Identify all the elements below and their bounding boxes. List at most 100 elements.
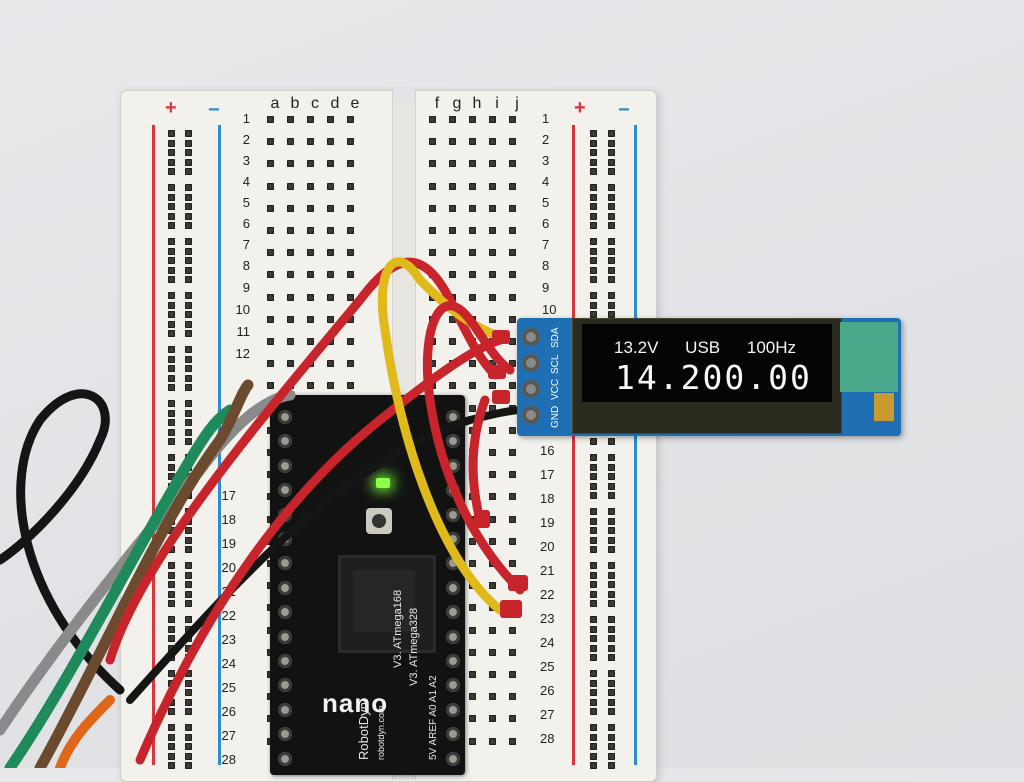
breadboard-hole	[267, 116, 274, 123]
breadboard-hole	[185, 571, 192, 579]
oled-status-line: 13.2V USB 100Hz	[614, 338, 818, 358]
row-number: 25	[540, 659, 555, 674]
row-number: 6	[542, 216, 550, 231]
breadboard-hole	[608, 292, 615, 299]
breadboard-hole	[608, 139, 615, 147]
breadboard-hole	[327, 293, 334, 301]
breadboard-hole	[429, 138, 436, 146]
breadboard-hole	[509, 715, 516, 723]
breadboard-hole	[489, 471, 496, 479]
breadboard-hole	[429, 182, 436, 190]
breadboard-hole	[608, 762, 615, 769]
breadboard-hole	[608, 733, 615, 741]
breadboard-hole	[608, 257, 615, 264]
breadboard-hole	[185, 238, 192, 245]
breadboard-hole	[185, 708, 192, 715]
breadboard-hole	[590, 473, 597, 480]
breadboard-hole	[590, 292, 597, 299]
breadboard-hole	[590, 184, 597, 191]
breadboard-hole	[168, 247, 175, 255]
breadboard-hole	[608, 130, 615, 137]
breadboard-hole	[287, 293, 294, 301]
breadboard-hole	[168, 212, 175, 220]
breadboard-hole	[608, 724, 615, 731]
breadboard-hole	[307, 382, 314, 390]
breadboard-hole	[509, 426, 516, 434]
breadboard-hole	[590, 238, 597, 245]
row-number: 26	[540, 683, 555, 698]
oled-pin-label-gnd: GND	[550, 405, 561, 428]
breadboard-hole	[287, 227, 294, 234]
breadboard-hole	[509, 338, 516, 345]
breadboard-hole	[590, 571, 597, 579]
breadboard-hole	[168, 365, 175, 372]
breadboard-hole	[185, 752, 192, 760]
breadboard-hole	[307, 204, 314, 212]
wire-connector	[488, 365, 506, 379]
breadboard-hole	[168, 546, 175, 553]
row-number: 20	[221, 560, 236, 575]
breadboard-hole	[489, 116, 496, 123]
breadboard-hole	[168, 438, 175, 445]
breadboard-hole	[509, 271, 516, 279]
breadboard-hole	[185, 266, 192, 274]
column-letter: j	[515, 95, 519, 112]
oled-voltage: 13.2V	[614, 338, 659, 357]
row-number: 24	[540, 635, 555, 650]
breadboard-hole	[185, 130, 192, 137]
breadboard-hole	[509, 515, 516, 523]
breadboard-hole	[608, 149, 615, 156]
breadboard-hole	[590, 689, 597, 696]
breadboard-hole	[168, 590, 175, 598]
breadboard-hole	[429, 360, 436, 368]
breadboard-hole	[347, 182, 354, 190]
breadboard-hole	[489, 515, 496, 523]
breadboard-hole	[489, 138, 496, 146]
breadboard-hole	[489, 537, 496, 545]
breadboard-hole	[307, 338, 314, 345]
breadboard-hole	[449, 182, 456, 190]
nano-header-pin	[446, 580, 460, 595]
breadboard-hole	[590, 743, 597, 750]
breadboard-hole	[347, 116, 354, 123]
breadboard-hole	[327, 249, 334, 257]
breadboard-hole	[509, 671, 516, 678]
column-letter: d	[330, 95, 340, 112]
breadboard-hole	[590, 654, 597, 661]
oled-screen	[582, 324, 832, 402]
breadboard-hole	[590, 149, 597, 156]
breadboard-hole	[327, 271, 334, 279]
column-letter: i	[495, 95, 499, 112]
wire-green	[4, 404, 236, 768]
row-number: 21	[540, 563, 555, 578]
breadboard-hole	[168, 600, 175, 607]
breadboard-hole	[489, 271, 496, 279]
breadboard-hole	[608, 616, 615, 623]
column-letter: a	[270, 95, 280, 112]
breadboard-hole	[608, 600, 615, 607]
breadboard-hole	[347, 338, 354, 345]
breadboard-hole	[590, 130, 597, 137]
column-letter: b	[290, 95, 300, 112]
breadboard-hole	[429, 204, 436, 212]
row-number: 17	[540, 467, 555, 482]
breadboard-hole	[267, 138, 274, 146]
breadboard-hole	[347, 249, 354, 257]
row-number: 18	[221, 512, 236, 527]
breadboard-hole	[185, 355, 192, 363]
breadboard-hole	[185, 562, 192, 569]
column-letter: g	[452, 95, 462, 112]
breadboard-hole	[590, 139, 597, 147]
breadboard-hole	[168, 463, 175, 471]
breadboard-hole	[608, 184, 615, 191]
breadboard-hole	[185, 581, 192, 588]
breadboard-hole	[347, 204, 354, 212]
breadboard-hole	[287, 338, 294, 345]
nano-header-pin	[446, 629, 460, 644]
breadboard-hole	[608, 536, 615, 544]
breadboard-hole	[608, 193, 615, 201]
breadboard-hole	[168, 708, 175, 715]
row-number: 7	[242, 237, 250, 252]
row-number: 9	[242, 280, 250, 295]
